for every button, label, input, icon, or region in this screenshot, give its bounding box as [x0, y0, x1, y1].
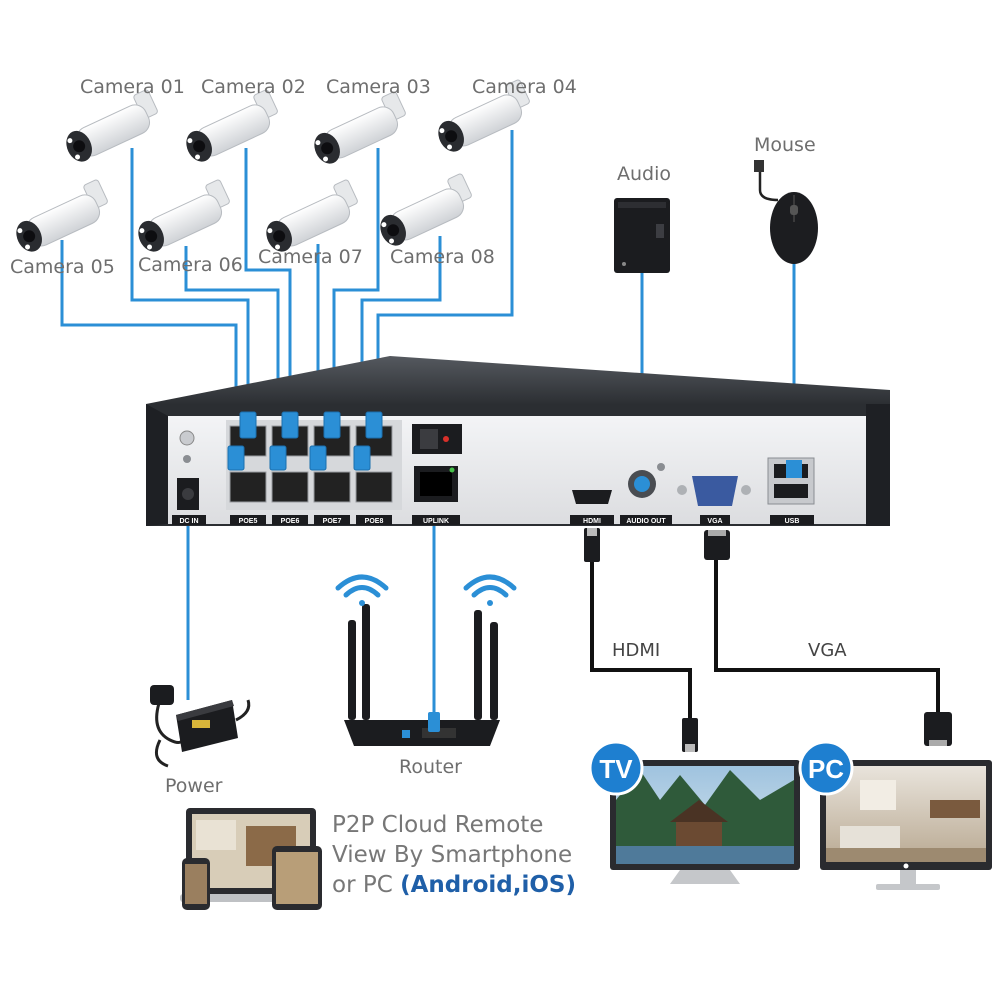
camera-04-device	[438, 79, 530, 152]
camera-08-label: Camera 08	[390, 246, 495, 268]
hdmi-plug-bottom	[682, 718, 698, 752]
power-label: Power	[165, 775, 223, 797]
vga-plug-bottom	[924, 712, 952, 746]
mouse-icon	[754, 160, 818, 264]
p2p-devices-icon	[180, 808, 322, 910]
camera-08-device	[380, 173, 472, 246]
power-switch	[412, 424, 462, 454]
camera-07-label: Camera 07	[258, 246, 363, 268]
camera-06-label: Camera 06	[138, 254, 243, 276]
camera-03-device	[314, 91, 406, 164]
cable-camera-02	[244, 148, 292, 428]
tv-icon	[610, 760, 800, 884]
audio-label: Audio	[617, 163, 672, 185]
camera-01-device	[66, 89, 158, 162]
tv-badge: TV	[588, 740, 644, 796]
vga-port-label: VGA	[707, 518, 722, 525]
power-adapter-icon	[150, 685, 251, 768]
p2p-line-1: P2P Cloud Remote	[332, 812, 544, 838]
rj45-plugs	[227, 411, 383, 471]
poe6-label: POE6	[281, 518, 300, 525]
dc-in-label: DC IN	[179, 518, 198, 525]
audio-out-label: AUDIO OUT	[626, 518, 666, 525]
poe5-label: POE5	[239, 518, 258, 525]
wifi-icon-left	[335, 574, 389, 606]
pc-badge: PC	[798, 740, 854, 796]
camera-02-label: Camera 02	[201, 76, 306, 98]
cable-camera-01	[130, 148, 250, 428]
camera-02-device	[186, 89, 278, 162]
camera-05-device	[16, 179, 108, 252]
poe7-label: POE7	[323, 518, 342, 525]
vga-plug-top	[704, 530, 730, 560]
p2p-caption: P2P Cloud Remote View By Smartphone or P…	[332, 810, 576, 900]
display-cables	[590, 560, 940, 720]
p2p-line-3-prefix: or PC	[332, 872, 401, 898]
camera-05-label: Camera 05	[10, 256, 115, 278]
usb-label: USB	[785, 518, 800, 525]
mouse-label: Mouse	[754, 134, 816, 156]
cable-camera-05	[60, 240, 238, 428]
camera-07-device	[266, 179, 358, 252]
camera-03-label: Camera 03	[326, 76, 431, 98]
camera-01-label: Camera 01	[80, 76, 185, 98]
hdmi-plug-top	[584, 528, 600, 562]
p2p-line-3: or PC (Android,iOS)	[332, 870, 576, 900]
uplink-port	[414, 466, 458, 502]
camera-06-device	[138, 179, 230, 252]
router-icon	[344, 604, 500, 746]
camera-04-label: Camera 04	[472, 76, 577, 98]
vga-cable	[714, 560, 940, 715]
p2p-platforms: (Android,iOS)	[400, 872, 576, 898]
ground-screw-icon	[179, 430, 195, 463]
audio-out-port	[628, 463, 665, 498]
pc-badge-text: PC	[808, 754, 844, 784]
uplink-label: UPLINK	[423, 518, 449, 525]
speaker-icon	[614, 198, 670, 273]
pc-monitor-icon	[820, 760, 992, 890]
tv-badge-text: TV	[599, 754, 633, 784]
dc-in-port	[177, 478, 199, 510]
usb-ports	[767, 457, 815, 505]
p2p-line-2: View By Smartphone	[332, 842, 573, 868]
router-label: Router	[399, 756, 462, 778]
vga-port	[677, 476, 751, 506]
poe8-label: POE8	[365, 518, 384, 525]
hdmi-port	[572, 490, 612, 504]
camera-cables	[60, 130, 796, 720]
cable-camera-06	[184, 246, 280, 460]
hdmi-port-label: HDMI	[583, 518, 601, 525]
hdmi-cable-label: HDMI	[612, 640, 661, 661]
hdmi-cable	[590, 560, 692, 720]
vga-cable-label: VGA	[808, 640, 847, 661]
wifi-icon-right	[463, 574, 517, 606]
cable-camera-03	[332, 148, 380, 428]
